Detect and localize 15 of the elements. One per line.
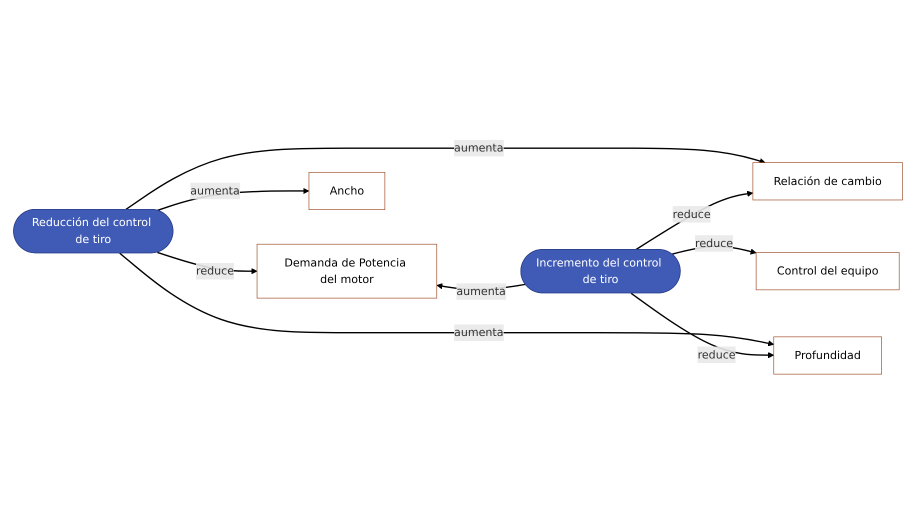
edge-label: aumenta <box>456 284 506 298</box>
node-box: Ancho <box>308 171 386 210</box>
edge-label: reduce <box>672 206 711 220</box>
node-box: Control del equipo <box>756 252 900 290</box>
edge-label: reduce <box>196 264 234 277</box>
edge-label: aumenta <box>454 140 504 154</box>
edge-label: reduce <box>695 236 734 250</box>
arrow <box>630 292 774 358</box>
edge-label: aumenta <box>454 325 504 338</box>
edge-label: reduce <box>698 347 736 361</box>
node-box: Profundidad <box>773 336 882 374</box>
node-box: Relación de cambio <box>752 162 903 200</box>
arrow <box>635 190 754 250</box>
node-box: Demanda de Potencia del motor <box>256 243 438 298</box>
edge-label: aumenta <box>190 184 240 197</box>
